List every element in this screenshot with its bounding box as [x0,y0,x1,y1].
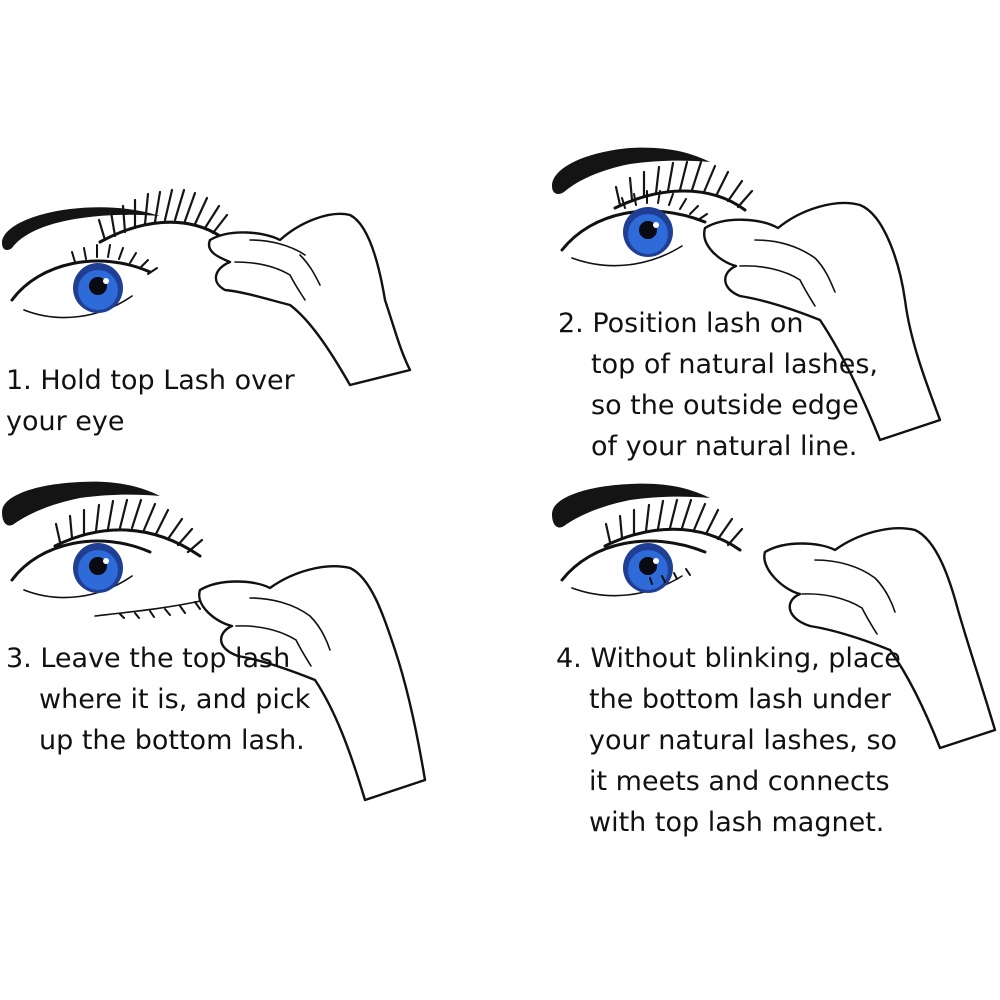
step-4-instruction: 4. Without blinking, place the bottom la… [556,638,901,843]
step-1-line-1: 1. Hold top Lash over [6,365,295,396]
step-3-line-2: where it is, and pick [39,684,311,715]
eyebrow-icon [2,481,160,526]
eye-icon [560,190,708,267]
step-2-line-1: 2. Position lash on [558,308,804,339]
step-2-line-2: top of natural lashes, [591,349,879,380]
eyebrow-icon [552,147,710,194]
step-4-illustration [552,483,997,750]
bottom-lash-icon [94,599,206,619]
step-2-illustration [552,147,942,442]
step-3-illustration [2,481,427,802]
false-lash-icon [97,188,229,244]
step-2-instruction: 2. Position lash on top of natural lashe… [558,303,878,467]
step-4-line-2: the bottom lash under [589,684,892,715]
false-lash-icon [613,160,754,212]
hand-holding-lash-icon [703,201,942,442]
step-1-illustration [2,188,412,387]
eye-icon [560,539,707,597]
step-3-instruction: 3. Leave the top lash where it is, and p… [6,638,310,761]
step-1-instruction: 1. Hold top Lash over your eye [6,360,295,442]
step-1-line-2: your eye [6,406,125,437]
step-4-line-3: your natural lashes, so [589,725,898,756]
step-4-line-4: it meets and connects [589,766,890,797]
false-lash-icon [603,498,744,585]
hand-holding-lash-icon [207,212,412,387]
step-2-line-4: of your natural line. [591,431,858,462]
hand-holding-lash-icon [763,527,997,750]
hand-holding-lash-icon [198,565,427,802]
false-lash-icon [53,498,204,558]
step-4-line-1: 4. Without blinking, place [556,643,901,674]
step-2-line-3: so the outside edge [591,390,859,421]
step-3-line-3: up the bottom lash. [39,725,305,756]
step-1-panel: 1. Hold top Lash over your eye [0,0,500,500]
step-4-panel: 4. Without blinking, place the bottom la… [500,480,1000,980]
step-3-line-1: 3. Leave the top lash [6,643,291,674]
step-4-line-5: with top lash magnet. [589,807,885,838]
step-2-panel: 2. Position lash on top of natural lashe… [500,0,1000,500]
eyebrow-icon [2,207,160,251]
step-3-panel: 3. Leave the top lash where it is, and p… [0,480,500,980]
eye-icon [10,539,152,599]
eye-icon [10,244,158,319]
eyebrow-icon [552,483,710,528]
